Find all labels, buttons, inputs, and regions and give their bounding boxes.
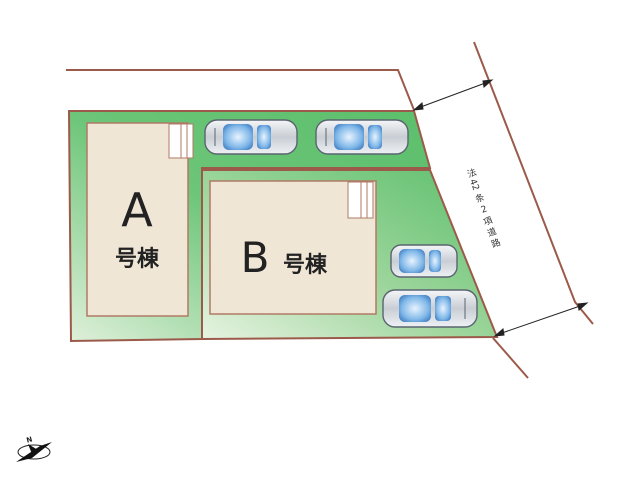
top-boundary-line xyxy=(66,69,415,111)
svg-text:法: 法 xyxy=(466,166,479,180)
lot-b-letter: B xyxy=(241,233,270,282)
road-far-edge xyxy=(473,41,594,325)
svg-text:路: 路 xyxy=(490,236,503,250)
lot-a-letter: A xyxy=(121,183,153,237)
compass-icon: N xyxy=(16,435,52,462)
svg-text:2: 2 xyxy=(480,204,489,215)
car-icon xyxy=(390,244,458,278)
svg-text:項: 項 xyxy=(482,215,494,229)
road-near-edge-lower xyxy=(492,337,529,379)
lot-a: A 号棟 xyxy=(67,110,432,343)
road-lines xyxy=(66,41,594,379)
car-icon xyxy=(382,289,478,328)
dimension-arrow-icon xyxy=(493,302,589,337)
svg-text:条: 条 xyxy=(474,191,487,205)
road-label: 法 42 条 2 項 道 路 xyxy=(466,166,503,250)
lot-b-suffix: 号棟 xyxy=(283,252,328,278)
svg-text:42: 42 xyxy=(467,178,480,192)
car-icon xyxy=(204,119,298,155)
svg-text:道: 道 xyxy=(486,225,499,239)
car-icon xyxy=(315,119,409,155)
dimension-arrow-icon xyxy=(412,79,494,111)
lot-a-suffix: 号棟 xyxy=(115,246,160,272)
compass-label: N xyxy=(26,435,34,444)
